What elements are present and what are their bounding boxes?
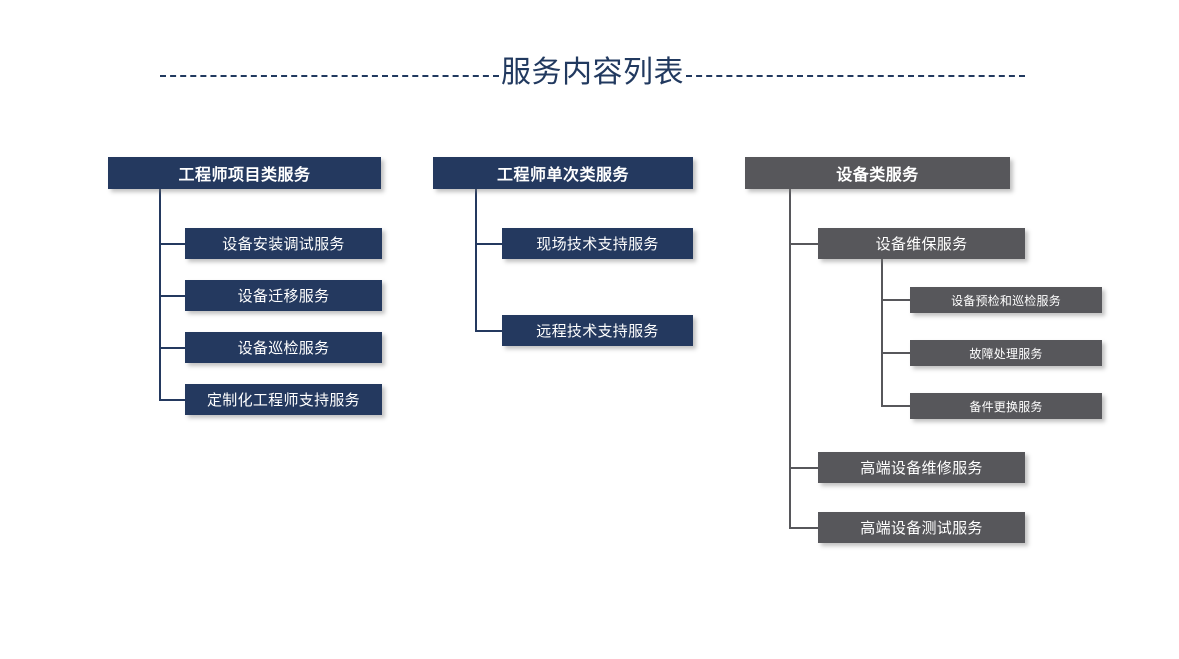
- connector-horizontal-column-3-item-3: [789, 527, 819, 529]
- node-fault-handling-service[interactable]: 故障处理服务: [910, 340, 1102, 366]
- connector-horizontal-column-1-item-1: [159, 243, 186, 245]
- column-header-engineer-project-services[interactable]: 工程师项目类服务: [108, 157, 381, 189]
- page-title-row: 服务内容列表: [160, 50, 1025, 96]
- connector-horizontal-maintenance-child-3: [881, 405, 911, 407]
- connector-vertical-column-3: [789, 189, 791, 528]
- title-dashed-rule-right: [686, 75, 1025, 77]
- node-equipment-maintenance-service[interactable]: 设备维保服务: [818, 228, 1025, 259]
- connector-horizontal-column-2-item-2: [475, 330, 503, 332]
- connector-horizontal-column-3-item-1: [789, 243, 819, 245]
- connector-horizontal-maintenance-child-2: [881, 352, 911, 354]
- connector-horizontal-column-1-item-4: [159, 399, 186, 401]
- column-header-equipment-services[interactable]: 设备类服务: [745, 157, 1010, 189]
- node-customized-engineer-support-service[interactable]: 定制化工程师支持服务: [185, 384, 382, 415]
- node-high-end-equipment-repair-service[interactable]: 高端设备维修服务: [818, 452, 1025, 483]
- page-title: 服务内容列表: [501, 56, 684, 89]
- connector-vertical-column-2: [475, 189, 477, 332]
- connector-horizontal-column-2-item-1: [475, 243, 503, 245]
- node-remote-technical-support-service[interactable]: 远程技术支持服务: [502, 315, 693, 346]
- node-equipment-inspection-service[interactable]: 设备巡检服务: [185, 332, 382, 363]
- node-onsite-technical-support-service[interactable]: 现场技术支持服务: [502, 228, 693, 259]
- node-equipment-relocation-service[interactable]: 设备迁移服务: [185, 280, 382, 311]
- connector-vertical-maintenance-children: [881, 259, 883, 407]
- node-equipment-precheck-and-inspection-service[interactable]: 设备预检和巡检服务: [910, 287, 1102, 313]
- title-dashed-rule-left: [160, 75, 499, 77]
- connector-horizontal-column-3-item-2: [789, 467, 819, 469]
- connector-horizontal-maintenance-child-1: [881, 299, 911, 301]
- node-high-end-equipment-testing-service[interactable]: 高端设备测试服务: [818, 512, 1025, 543]
- node-spare-part-replacement-service[interactable]: 备件更换服务: [910, 393, 1102, 419]
- connector-horizontal-column-1-item-2: [159, 295, 186, 297]
- column-header-engineer-single-visit-services[interactable]: 工程师单次类服务: [433, 157, 693, 189]
- node-equipment-installation-commissioning-service[interactable]: 设备安装调试服务: [185, 228, 382, 259]
- connector-horizontal-column-1-item-3: [159, 347, 186, 349]
